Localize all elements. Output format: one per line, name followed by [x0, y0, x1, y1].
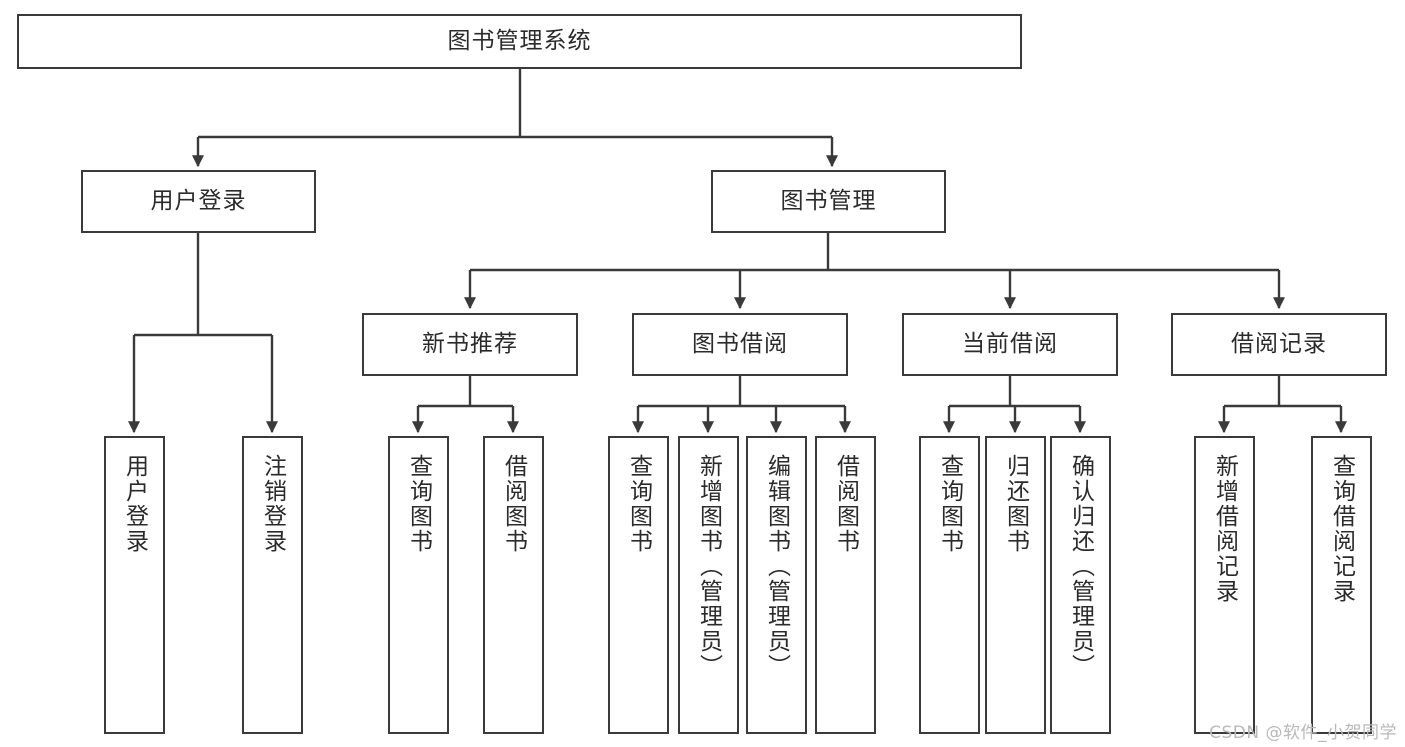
leaf-query-borrow-record-label: 查询借阅记录	[1328, 454, 1355, 604]
node-borrow-records-label: 借阅记录	[1231, 330, 1327, 357]
leaf-add-book-admin-label: 新增图书（管理员）	[695, 454, 722, 679]
node-user-login-label: 用户登录	[150, 187, 247, 214]
leaf-return-books[interactable]: 归还图书	[985, 436, 1046, 734]
node-new-book-recommendation[interactable]: 新书推荐	[362, 313, 578, 376]
leaf-query-books-borrow[interactable]: 查询图书	[608, 436, 669, 734]
leaf-query-books-current[interactable]: 查询图书	[919, 436, 980, 734]
node-current-borrowing-label: 当前借阅	[962, 330, 1058, 357]
leaf-add-book-admin[interactable]: 新增图书（管理员）	[678, 436, 739, 734]
leaf-query-books-recommend-label: 查询图书	[405, 454, 432, 554]
leaf-borrow-books-recommend-label: 借阅图书	[500, 454, 527, 554]
node-book-management[interactable]: 图书管理	[711, 170, 946, 233]
leaf-borrow-books-recommend[interactable]: 借阅图书	[483, 436, 544, 734]
leaf-add-borrow-record-label: 新增借阅记录	[1211, 454, 1238, 604]
node-book-borrowing-label: 图书借阅	[692, 330, 788, 357]
leaf-add-borrow-record[interactable]: 新增借阅记录	[1194, 436, 1255, 734]
leaf-query-borrow-record[interactable]: 查询借阅记录	[1311, 436, 1372, 734]
leaf-query-books-borrow-label: 查询图书	[625, 454, 652, 554]
leaf-logout-label: 注销登录	[259, 454, 286, 554]
node-user-login[interactable]: 用户登录	[81, 170, 316, 233]
leaf-borrow-books-borrow-label: 借阅图书	[832, 454, 859, 554]
node-current-borrowing[interactable]: 当前借阅	[902, 313, 1118, 376]
leaf-confirm-return-admin-label: 确认归还（管理员）	[1067, 454, 1094, 679]
leaf-user-login[interactable]: 用户登录	[104, 436, 165, 734]
watermark: CSDN @软件_小贺同学	[1209, 723, 1397, 743]
leaf-logout[interactable]: 注销登录	[242, 436, 303, 734]
node-root-label: 图书管理系统	[447, 27, 592, 54]
leaf-user-login-label: 用户登录	[121, 454, 148, 554]
node-book-borrowing[interactable]: 图书借阅	[632, 313, 848, 376]
node-new-book-recommendation-label: 新书推荐	[422, 330, 518, 357]
node-root[interactable]: 图书管理系统	[17, 14, 1022, 69]
leaf-confirm-return-admin[interactable]: 确认归还（管理员）	[1050, 436, 1111, 734]
leaf-borrow-books-borrow[interactable]: 借阅图书	[815, 436, 876, 734]
leaf-query-books-current-label: 查询图书	[936, 454, 963, 554]
leaf-edit-book-admin[interactable]: 编辑图书（管理员）	[746, 436, 807, 734]
leaf-edit-book-admin-label: 编辑图书（管理员）	[763, 454, 790, 679]
node-book-management-label: 图书管理	[780, 187, 877, 214]
leaf-query-books-recommend[interactable]: 查询图书	[388, 436, 449, 734]
leaf-return-books-label: 归还图书	[1002, 454, 1029, 554]
node-borrow-records[interactable]: 借阅记录	[1171, 313, 1387, 376]
